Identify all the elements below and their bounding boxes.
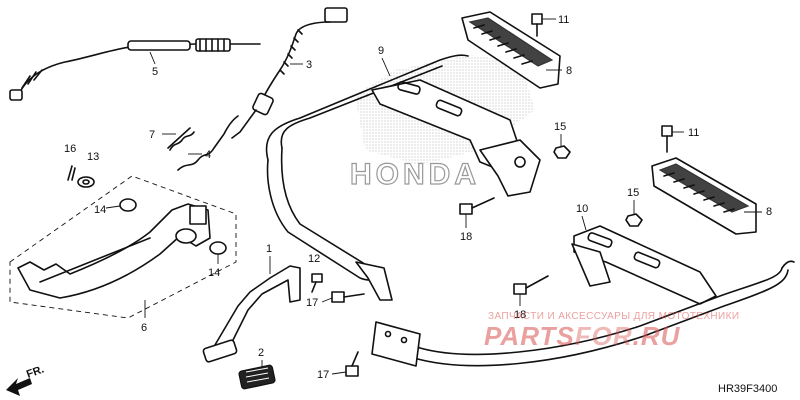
callout-18b[interactable]: 18 [514,309,526,321]
part-17-bolt-a[interactable] [331,291,365,303]
callout-2[interactable]: 2 [258,347,264,359]
callout-15a[interactable]: 15 [554,121,566,133]
callout-9[interactable]: 9 [378,45,384,57]
callout-4[interactable]: 4 [205,149,211,161]
part-10-lower-frame[interactable] [371,225,795,367]
callout-8a[interactable]: 8 [566,65,572,77]
callout-14b[interactable]: 14 [208,267,220,279]
callout-5[interactable]: 5 [152,66,158,78]
callout-16[interactable]: 16 [64,143,76,155]
part-15-nut-upper[interactable] [553,145,571,159]
part-12-bolt[interactable] [311,273,323,293]
leader-9 [381,57,391,77]
part-9-step-frame[interactable] [265,54,541,301]
honda-brand-text: HONDA [350,158,480,191]
part-14-bushing-b[interactable] [209,241,227,255]
part-8-step-plate-upper[interactable] [461,11,561,89]
callout-13[interactable]: 13 [87,151,99,163]
callout-1[interactable]: 1 [266,243,272,255]
callout-6[interactable]: 6 [141,322,147,334]
front-direction-arrow: FR. [6,363,46,396]
callout-14a[interactable]: 14 [94,204,106,216]
part-2-pedal-rubber[interactable] [238,364,276,390]
watermark-site-tld: .RU [633,321,681,351]
watermark-site-for: FOR [575,321,633,351]
part-11-bolt-lower[interactable] [661,125,673,153]
part-3-switch[interactable] [231,7,348,139]
callout-11b[interactable]: 11 [688,127,699,139]
arrow-left-icon [6,378,32,396]
part-13-washer[interactable] [77,176,95,188]
watermark-site: PARTSFOR.RU [484,321,681,351]
watermark-site-parts: PARTS [484,321,575,351]
part-7-spring[interactable] [167,127,195,151]
callout-12[interactable]: 12 [308,253,320,265]
part-4-spring[interactable] [177,115,239,171]
part-8-step-plate-lower[interactable] [651,157,757,235]
callout-11a[interactable]: 11 [558,14,569,26]
part-17-bolt-b[interactable] [345,351,359,377]
part-18-bolt-lower[interactable] [513,275,549,295]
leader-5 [149,51,156,65]
part-16-cotter-pin[interactable] [67,165,76,181]
callout-17a[interactable]: 17 [306,297,318,309]
callout-18a[interactable]: 18 [460,231,472,243]
site-watermark: ЗАПЧАСТИ И АКСЕССУАРЫ ДЛЯ МОТОТЕХНИКИ PA… [484,311,739,351]
leader-17a [321,297,333,303]
diagram-code: HR39F3400 [718,383,777,395]
part-5-cable[interactable] [9,38,261,101]
callout-15b[interactable]: 15 [627,187,639,199]
watermark-subtitle: ЗАПЧАСТИ И АКСЕССУАРЫ ДЛЯ МОТОТЕХНИКИ [488,311,739,322]
part-1-pedal-lever[interactable] [202,265,301,363]
part-15-nut-lower[interactable] [625,213,643,227]
part-14-bushing-a[interactable] [119,198,137,212]
direction-label: FR. [25,363,46,380]
callout-17b[interactable]: 17 [317,369,329,381]
leader-10 [581,215,587,231]
part-11-bolt-upper[interactable] [531,13,543,37]
leader-14a [105,205,121,209]
callout-10[interactable]: 10 [576,203,588,215]
part-6-brake-pedal[interactable] [9,175,237,319]
part-18-bolt-upper[interactable] [459,197,495,215]
callout-8b[interactable]: 8 [766,206,772,218]
leader-17b [331,371,347,375]
callout-7[interactable]: 7 [149,129,155,141]
callout-3[interactable]: 3 [306,59,312,71]
